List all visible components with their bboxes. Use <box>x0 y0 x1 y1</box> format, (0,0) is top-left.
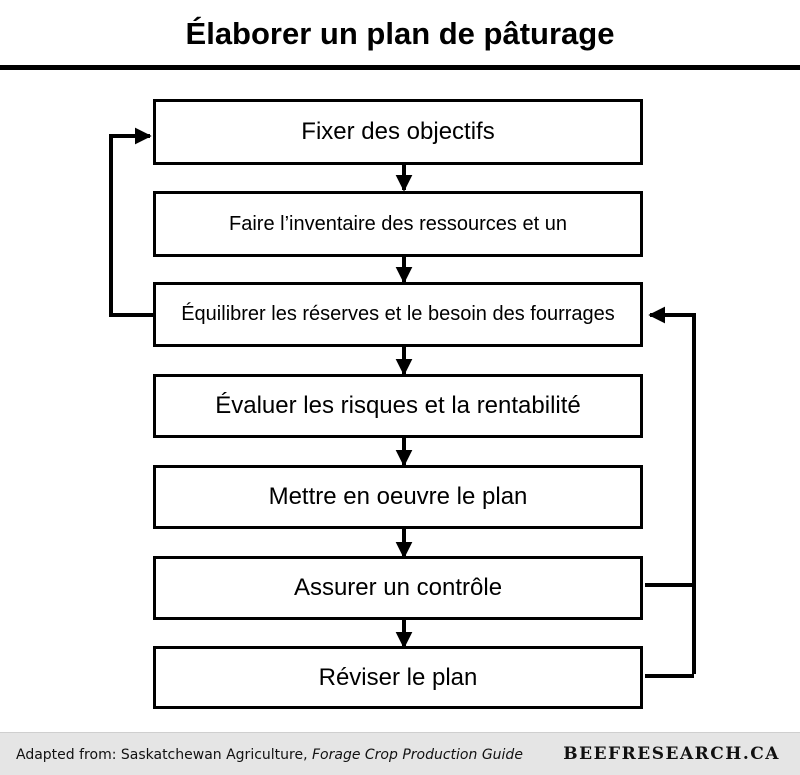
footer-bar: Adapted from: Saskatchewan Agriculture, … <box>0 732 800 775</box>
step-monitor: Assurer un contrôle <box>153 556 643 620</box>
step-label: Fixer des objectifs <box>301 118 495 145</box>
step-evaluate-risks: Évaluer les risques et la rentabilité <box>153 374 643 438</box>
title-divider <box>0 65 800 70</box>
step-label: Réviser le plan <box>318 663 478 691</box>
brand-logo-text: BEEFRESEARCH.CA <box>563 744 780 764</box>
credit-prefix: Adapted from: Saskatchewan Agriculture, <box>16 747 312 763</box>
credit-source-title: Forage Crop Production Guide <box>312 747 523 763</box>
step-label: Équilibrer les réserves et le besoin des… <box>181 303 615 325</box>
diagram-title: Élaborer un plan de pâturage <box>185 16 615 51</box>
step-label: Faire l’inventaire des ressources et un <box>229 212 567 235</box>
step-label: Évaluer les risques et la rentabilité <box>215 392 581 419</box>
step-inventory-resources: Faire l’inventaire des ressources et un <box>153 191 643 257</box>
step-label: Assurer un contrôle <box>293 574 503 601</box>
loop-arrow-balance-to-objectives <box>109 127 153 317</box>
source-credit: Adapted from: Saskatchewan Agriculture, … <box>16 747 523 763</box>
step-set-objectives: Fixer des objectifs <box>153 99 643 165</box>
loop-arrow-monitor-to-balance <box>645 306 696 587</box>
step-revise-plan: Réviser le plan <box>153 646 643 709</box>
step-label: Mettre en oeuvre le plan <box>268 483 528 510</box>
step-implement-plan: Mettre en oeuvre le plan <box>153 465 643 529</box>
step-balance-forage: Équilibrer les réserves et le besoin des… <box>153 282 643 347</box>
